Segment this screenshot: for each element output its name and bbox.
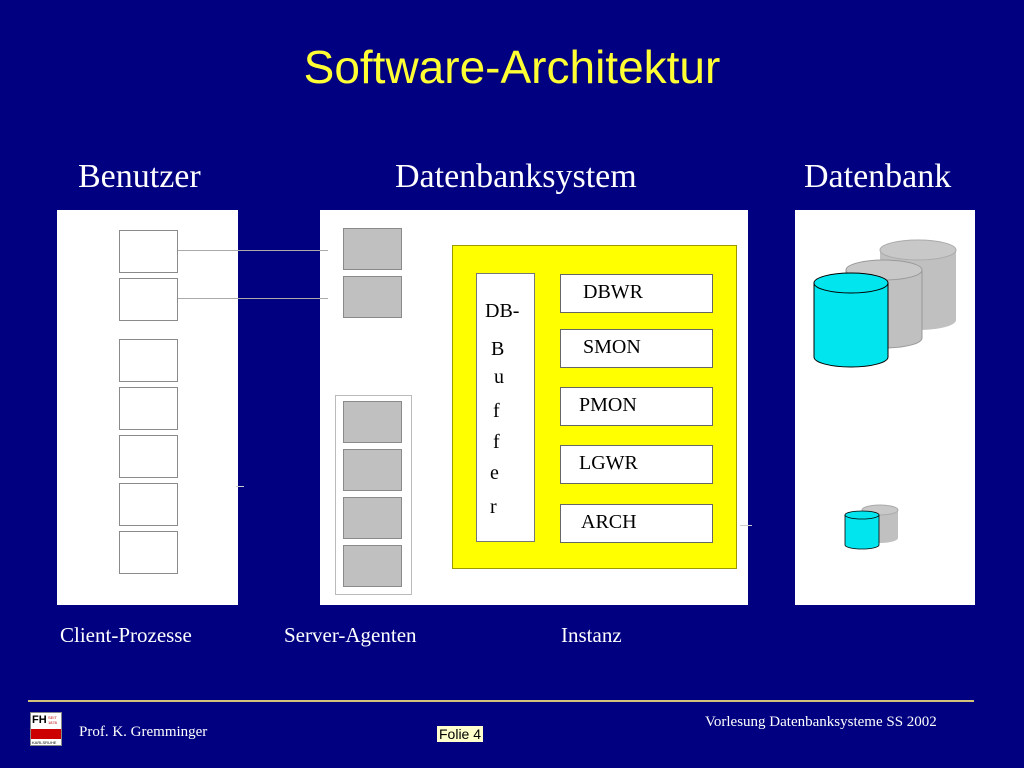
footer-author: Prof. K. Gremminger	[79, 724, 208, 740]
server-agent-group	[335, 395, 412, 595]
process-pmon: PMON	[560, 387, 713, 426]
process-label: ARCH	[581, 511, 637, 533]
db-buffer-letter: B	[491, 338, 505, 360]
connector-line	[178, 250, 328, 251]
server-agent-box	[343, 545, 402, 587]
db-buffer-letter: e	[490, 462, 499, 484]
logo-fh: FH	[32, 714, 47, 726]
slide-number-label: Folie 4	[437, 726, 484, 742]
process-label: LGWR	[579, 452, 638, 474]
server-agent-box	[343, 276, 402, 318]
logo-red-band	[31, 729, 61, 739]
process-label: PMON	[579, 394, 637, 416]
connector-line	[236, 486, 244, 487]
process-dbwr: DBWR	[560, 274, 713, 313]
footer-course: Vorlesung Datenbanksysteme SS 2002	[705, 714, 937, 730]
footer-slide-number: Folie 4	[437, 726, 484, 742]
process-arch: ARCH	[560, 504, 713, 543]
connector-line	[740, 525, 752, 526]
logo-karlsruhe: KARLSRUHE	[32, 740, 57, 745]
client-process-box	[119, 339, 178, 382]
client-process-box	[119, 531, 178, 574]
server-agent-box	[343, 449, 402, 491]
column-heading-datenbank: Datenbank	[804, 158, 952, 195]
client-process-box	[119, 483, 178, 526]
server-agent-box	[343, 401, 402, 443]
db-buffer-box	[476, 273, 535, 542]
database-cylinder-icon	[844, 510, 880, 550]
client-process-box	[119, 278, 178, 321]
db-buffer-letter: u	[494, 366, 504, 388]
server-agent-box	[343, 228, 402, 270]
column-heading-benutzer: Benutzer	[78, 158, 201, 195]
caption-server-agents: Server-Agenten	[284, 623, 417, 647]
process-smon: SMON	[560, 329, 713, 368]
client-process-box	[119, 435, 178, 478]
caption-client-processes: Client-Prozesse	[60, 623, 192, 647]
db-buffer-letter: f	[493, 431, 500, 453]
database-cylinders-small	[844, 504, 899, 550]
database-cylinders-large	[813, 239, 957, 368]
caption-instance: Instanz	[561, 623, 622, 647]
process-label: SMON	[583, 336, 641, 358]
process-label: DBWR	[583, 281, 643, 303]
footer-rule	[28, 700, 974, 702]
connector-line	[178, 298, 328, 299]
process-lgwr: LGWR	[560, 445, 713, 484]
client-process-box	[119, 387, 178, 430]
client-process-box	[119, 230, 178, 273]
db-buffer-label: DB-	[485, 300, 520, 322]
slide-title: Software-Architektur	[303, 41, 721, 93]
database-cylinder-icon	[813, 272, 889, 368]
server-agent-box	[343, 497, 402, 539]
db-buffer-letter: r	[490, 496, 497, 518]
column-heading-datenbanksystem: Datenbanksystem	[395, 158, 637, 195]
db-buffer-letter: f	[493, 400, 500, 422]
